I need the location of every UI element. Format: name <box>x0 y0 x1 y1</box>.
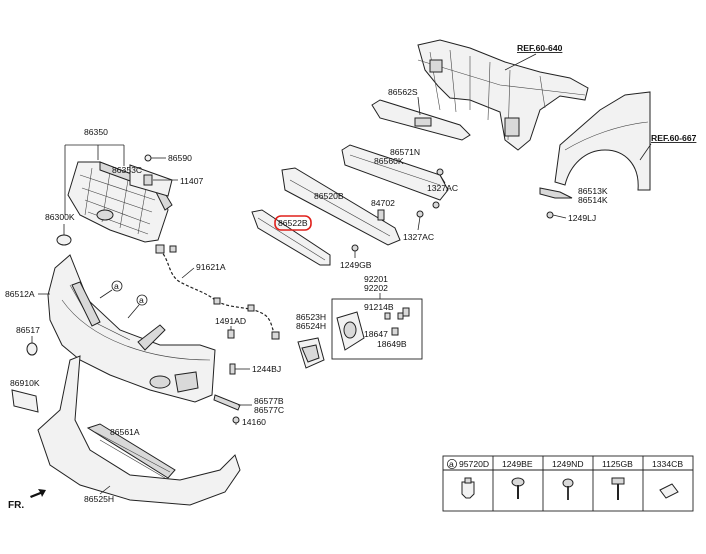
radiator-support-drawing <box>417 39 589 151</box>
label-84702: 84702 <box>371 198 395 208</box>
label-11407: 11407 <box>180 176 203 186</box>
label-86525H: 86525H <box>84 494 114 504</box>
fog-lamp-box <box>331 298 423 360</box>
label-14160: 14160 <box>242 417 266 427</box>
upper-beam-drawing <box>371 99 471 141</box>
label-86512A: 86512A <box>5 289 35 299</box>
label-86513K: 86513K <box>578 186 608 196</box>
label-86522B[interactable]: 86522B <box>278 218 308 228</box>
label-86520B: 86520B <box>314 191 344 201</box>
front-arrow-icon <box>30 489 46 498</box>
label-86571N: 86571N <box>390 147 420 157</box>
label-18647: 18647 <box>364 329 388 339</box>
label-86300K: 86300K <box>45 212 75 222</box>
grille-drawing <box>67 161 173 243</box>
label-86517: 86517 <box>16 325 40 335</box>
fog-lamp-drawing <box>336 311 365 351</box>
clip-icon <box>461 477 475 499</box>
ref-right-label[interactable]: REF.60-667 <box>651 133 697 143</box>
label-86910K: 86910K <box>10 378 40 388</box>
highlight-86522B <box>274 215 312 231</box>
label-91621A: 91621A <box>196 262 226 272</box>
label-86523H: 86523H <box>296 312 326 322</box>
bolt-icon <box>511 477 525 499</box>
label-18649B: 18649B <box>377 339 407 349</box>
fender-drawing <box>554 91 651 191</box>
label-91214B: 91214B <box>364 302 394 312</box>
label-1249GB: 1249GB <box>340 260 372 270</box>
label-86514K: 86514K <box>578 195 608 205</box>
callout-a-2: a <box>139 295 144 305</box>
label-1327AC-b: 1327AC <box>403 232 434 242</box>
speed-nut-icon <box>659 483 679 499</box>
screw-icon <box>562 478 574 500</box>
label-1327AC-a: 1327AC <box>427 183 458 193</box>
table-header-1: 95720D <box>459 459 489 469</box>
label-86577B: 86577B <box>254 396 284 406</box>
label-86350: 86350 <box>84 127 108 137</box>
direction-label: FR. <box>8 500 24 511</box>
wiring-harness-drawing <box>155 244 280 340</box>
energy-absorber-drawing <box>281 167 401 246</box>
lower-bumper-drawing <box>37 355 241 506</box>
bumper-cover-drawing <box>47 254 216 403</box>
flange-bolt-icon <box>611 477 625 500</box>
table-header-4: 1125GB <box>602 459 633 469</box>
lower-stiffener-drawing <box>251 209 331 266</box>
label-86561A: 86561A <box>110 427 140 437</box>
label-86562S: 86562S <box>388 87 418 97</box>
callout-a-1: a <box>114 281 119 291</box>
table-header-5: 1334CB <box>652 459 683 469</box>
label-1244BJ: 1244BJ <box>252 364 281 374</box>
table-header-2: 1249BE <box>502 459 533 469</box>
label-86590: 86590 <box>168 153 192 163</box>
fog-lamp-bezel-drawing <box>297 337 325 369</box>
label-92201: 92201 <box>364 274 388 284</box>
label-92202: 92202 <box>364 283 388 293</box>
label-1249LJ: 1249LJ <box>568 213 596 223</box>
ref-top-label[interactable]: REF.60-640 <box>517 43 563 53</box>
back-beam-drawing <box>341 144 449 201</box>
label-86353C: 86353C <box>112 165 142 175</box>
label-86524H: 86524H <box>296 321 326 331</box>
table-marker-a: a <box>449 459 454 469</box>
label-86560K: 86560K <box>374 156 404 166</box>
label-1491AD: 1491AD <box>215 316 246 326</box>
table-header-3: 1249ND <box>552 459 584 469</box>
label-86577C: 86577C <box>254 405 284 415</box>
